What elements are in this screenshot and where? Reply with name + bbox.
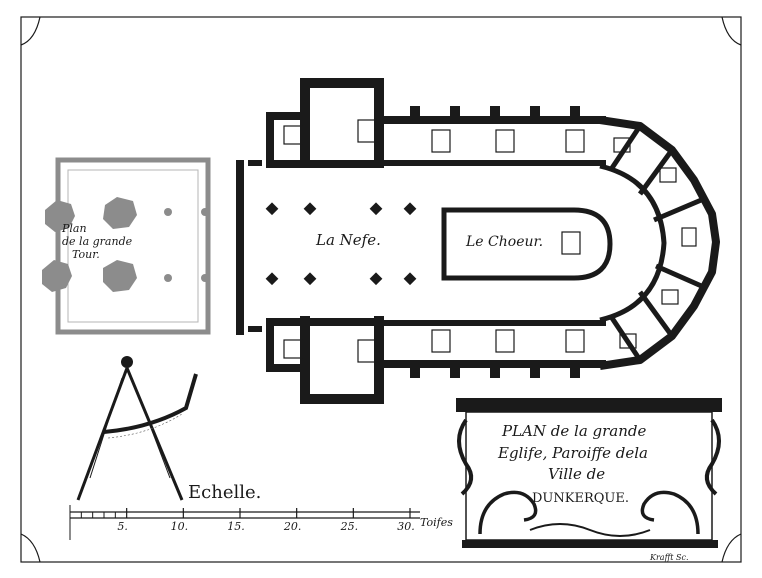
nave-label: La Nefe. xyxy=(315,231,381,249)
tower-plan: Plan de la grande Tour. xyxy=(42,157,211,335)
tower-pier xyxy=(45,200,75,232)
scale-tick-label: 15. xyxy=(227,520,245,533)
tower-pier xyxy=(42,260,72,292)
scale-tick-label: 25. xyxy=(340,520,359,533)
scale-tick-label: 10. xyxy=(171,520,189,533)
scale-tick-label: 5. xyxy=(117,520,128,533)
scale-tick-label: 30. xyxy=(397,520,415,533)
scale-tick-label: 20. xyxy=(283,520,302,533)
cartouche-line-3: Ville de xyxy=(548,465,605,483)
cartouche-line-2: Eglife, Paroiffe dela xyxy=(497,444,648,462)
cartouche-line-4: DUNKERQUE. xyxy=(532,491,629,506)
plate-frame xyxy=(20,16,742,563)
compass-divider xyxy=(76,356,198,501)
choir-label: Le Choeur. xyxy=(465,234,543,250)
cartouche-line-1: PLAN de la grande xyxy=(501,422,647,440)
tower-pier xyxy=(103,197,137,229)
church-plan: La Nefe. Le Choeur. xyxy=(236,78,720,404)
tower-pier xyxy=(103,260,137,292)
scale-unit: Toifes xyxy=(420,516,453,529)
nave-piers xyxy=(265,202,417,286)
tower-label-2: de la grande xyxy=(62,235,133,248)
tower-label-1: Plan xyxy=(61,222,87,235)
tower-label-3: Tour. xyxy=(72,248,100,261)
title-cartouche: PLAN de la grande Eglife, Paroiffe dela … xyxy=(456,398,722,548)
engraver-signature: Krafft Sc. xyxy=(649,553,689,562)
scale-title: Echelle. xyxy=(188,482,261,503)
scale-bar: 5. 10. 15. 20. 25. 30. xyxy=(69,505,420,540)
